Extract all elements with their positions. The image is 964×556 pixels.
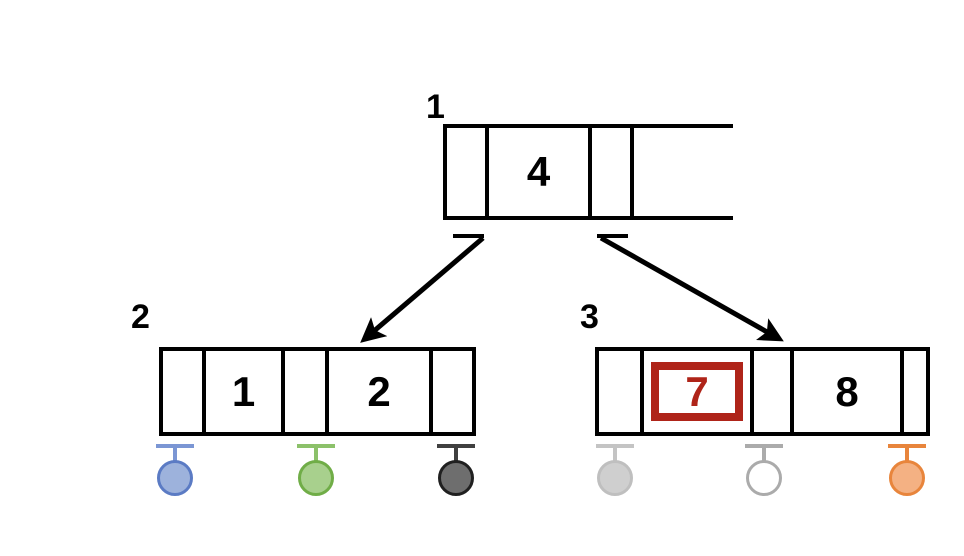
key-value-root-1: 4	[526, 148, 551, 195]
leaf-pointer-blue-tee	[156, 444, 194, 466]
leaf-pointer-light-gray-stem	[613, 444, 617, 466]
pointer-cell-root-0[interactable]	[447, 128, 489, 216]
leaf-pointer-white-disc[interactable]	[746, 460, 782, 496]
node-root[interactable]: 4	[443, 124, 733, 220]
root-pointer-stub-left	[453, 234, 484, 238]
arrow-root-to-right-child	[599, 235, 784, 342]
node-label-root: 1	[426, 88, 445, 126]
leaf-pointer-orange-disc[interactable]	[889, 460, 925, 496]
leaf-pointer-white-tee	[745, 444, 783, 466]
node-label-left-child: 2	[131, 298, 150, 336]
key-highlight-box-right-child-1: 7	[651, 362, 743, 421]
key-cell-right-child-1[interactable]: 7	[644, 351, 754, 432]
leaf-pointer-orange-stem	[905, 444, 909, 466]
leaf-pointer-light-gray-disc[interactable]	[597, 460, 633, 496]
root-pointer-stub-right	[597, 234, 628, 238]
pointer-cell-right-child-0[interactable]	[599, 351, 644, 432]
leaf-pointer-dark-gray-stem	[454, 444, 458, 466]
key-cell-right-child-3[interactable]: 8	[794, 351, 904, 432]
key-cell-left-child-1[interactable]: 1	[206, 351, 285, 432]
pointer-cell-root-3[interactable]	[634, 128, 733, 216]
key-value-left-child-1: 1	[231, 367, 256, 415]
pointer-cell-right-child-4[interactable]	[904, 351, 930, 432]
arrow-root-to-left-child	[360, 236, 485, 343]
leaf-pointer-orange-tee	[888, 444, 926, 466]
leaf-pointer-green-tee	[297, 444, 335, 466]
leaf-pointer-blue-disc[interactable]	[157, 460, 193, 496]
pointer-cell-left-child-0[interactable]	[163, 351, 206, 432]
key-value-right-child-3: 8	[835, 367, 859, 415]
key-value-left-child-3: 2	[367, 367, 391, 415]
leaf-pointer-green-stem	[314, 444, 318, 466]
node-label-right-child: 3	[580, 298, 599, 336]
leaf-pointer-light-gray-tee	[596, 444, 634, 466]
pointer-cell-left-child-2[interactable]	[285, 351, 329, 432]
leaf-pointer-blue-stem	[173, 444, 177, 466]
pointer-cell-root-2[interactable]	[592, 128, 634, 216]
key-cell-root-1[interactable]: 4	[489, 128, 592, 216]
leaf-pointer-green-disc[interactable]	[298, 460, 334, 496]
pointer-cell-left-child-4[interactable]	[433, 351, 476, 432]
leaf-pointer-dark-gray-disc[interactable]	[438, 460, 474, 496]
leaf-pointer-dark-gray-tee	[437, 444, 475, 466]
key-cell-left-child-3[interactable]: 2	[329, 351, 433, 432]
pointer-cell-right-child-2[interactable]	[754, 351, 794, 432]
leaf-pointer-white-stem	[762, 444, 766, 466]
